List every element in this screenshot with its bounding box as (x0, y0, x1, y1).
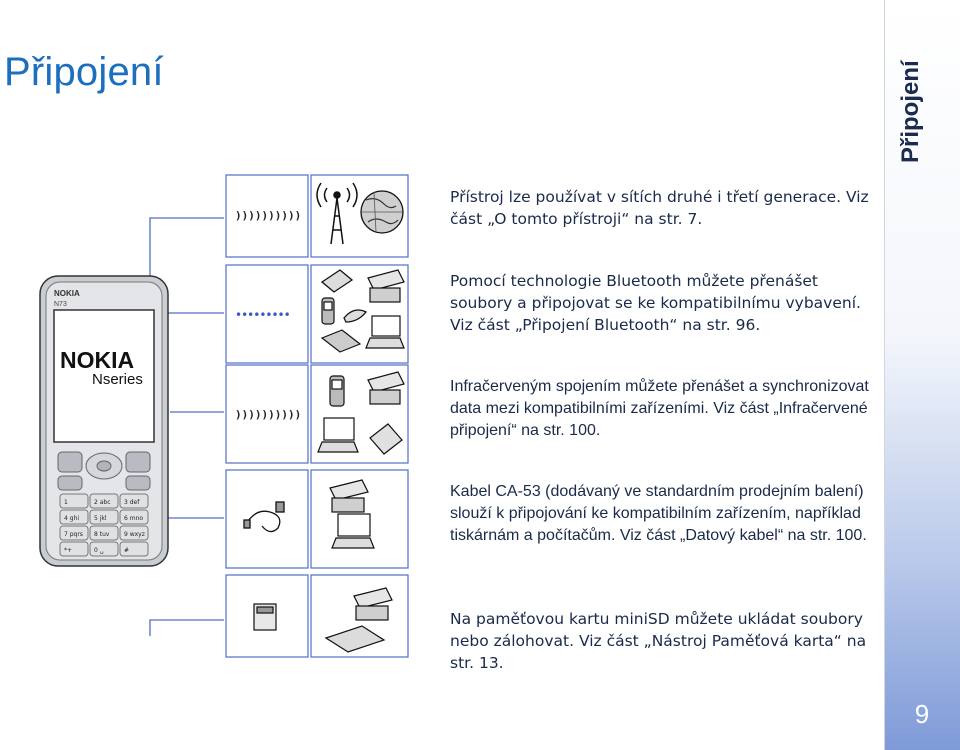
connectivity-diagram: )))))))))) ••••••••• (39, 174, 409, 658)
laptop-icon (331, 513, 375, 549)
cellular-wave-icon: )))))))))) (235, 209, 301, 222)
key-3: 3 def (124, 499, 140, 506)
key-8: 8 tuv (94, 531, 110, 538)
nokia-logo: NOKIA (60, 347, 134, 373)
mobile-phone-icon (329, 375, 345, 407)
keyboard-icon (320, 329, 362, 353)
cable-row (225, 469, 409, 569)
antenna-tower-icon (316, 182, 358, 245)
infrared-wave-icon: )))))))))) (235, 408, 301, 421)
key-1: 1 (64, 499, 68, 506)
phone-brand-text: NOKIA (54, 289, 80, 298)
key-4: 4 ghi (64, 515, 79, 522)
card-reader-icon (324, 625, 386, 653)
printer-icon (367, 269, 405, 303)
laptop-icon (317, 417, 359, 453)
bluetooth-row: ••••••••• (225, 264, 409, 364)
key-5: 5 jkl (94, 515, 107, 522)
key-6: 6 mno (124, 515, 143, 522)
headset-icon (343, 309, 368, 323)
key-2: 2 abc (94, 499, 111, 506)
section-side-tab (884, 0, 960, 750)
infrared-row: )))))))))) (225, 364, 409, 464)
page-title: Připojení (4, 50, 164, 94)
nokia-phone-illustration: NOKIA N73 NOKIA Nseries (39, 275, 169, 567)
bluetooth-paragraph: Pomocí technologie Bluetooth můžete přen… (450, 272, 861, 334)
phone-model-text: N73 (54, 301, 67, 308)
key-star: *+ (64, 547, 72, 554)
headset-card-icon (320, 269, 354, 293)
printer-icon (329, 479, 369, 513)
globe-icon (360, 190, 404, 234)
infrared-paragraph: Infračerveným spojením můžete přenášet a… (450, 378, 869, 439)
key-0: 0 ␣ (94, 547, 104, 554)
cellular-row: )))))))))) (225, 174, 409, 258)
minisd-card-icon (253, 603, 277, 631)
key-7: 7 pqrs (64, 531, 83, 538)
page-number: 9 (914, 699, 930, 729)
phone-screen (53, 309, 155, 443)
nseries-logo: Nseries (92, 371, 143, 388)
phone-keypad: 1 2 abc 3 def 4 ghi 5 jkl 6 mno 7 pqrs 8… (57, 451, 151, 557)
cellular-paragraph: Přístroj lze používat v sítích druhé i t… (450, 188, 869, 228)
memory-card-icon (369, 423, 403, 455)
memory-card-paragraph: Na paměťovou kartu miniSD můžete ukládat… (450, 610, 867, 672)
key-hash: # (124, 547, 129, 554)
section-tab-label: Připojení (897, 60, 924, 164)
key-9: 9 wxyz (124, 531, 145, 538)
printer-icon (367, 371, 405, 405)
bluetooth-dots-icon: ••••••••• (235, 308, 290, 322)
mobile-phone-icon (321, 297, 335, 325)
memory-card-row (225, 574, 409, 658)
data-cable-icon (243, 501, 285, 533)
laptop-icon (365, 315, 405, 349)
printer-icon (353, 587, 393, 621)
cable-paragraph: Kabel CA-53 (dodávaný ve standardním pro… (450, 483, 867, 544)
